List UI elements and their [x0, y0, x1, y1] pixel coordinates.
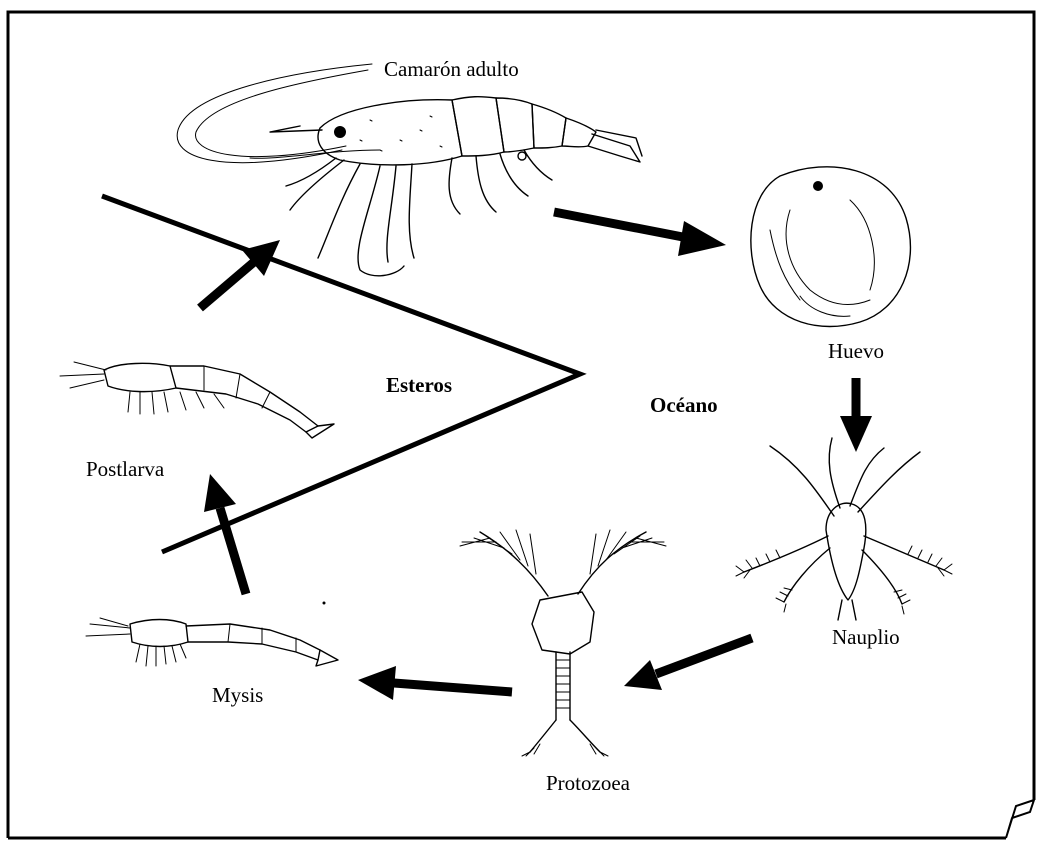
protozoea-label: Protozoea [546, 771, 631, 795]
postlarva-illustration [60, 362, 334, 438]
ocean-zone-label: Océano [650, 393, 718, 417]
nauplius-label: Nauplio [832, 625, 900, 649]
mysis-illustration [86, 618, 338, 666]
arrow-egg-to-nauplius [840, 378, 872, 452]
egg-illustration [751, 167, 911, 327]
mysis-label: Mysis [212, 683, 263, 707]
estuary-ocean-boundary [102, 196, 580, 552]
nauplius-illustration [736, 438, 952, 620]
stray-dot [323, 602, 326, 605]
page-frame [8, 12, 1034, 838]
arrow-nauplius-to-protozoea [624, 638, 752, 690]
arrow-adult-to-egg [554, 212, 726, 256]
postlarva-label: Postlarva [86, 457, 165, 481]
adult-shrimp-illustration [177, 64, 642, 276]
arrow-protozoea-to-mysis [358, 666, 512, 700]
arrow-postlarva-to-adult [200, 240, 280, 308]
estuaries-zone-label: Esteros [386, 373, 452, 397]
page-curl-corner [1006, 800, 1034, 838]
adult-shrimp-label: Camarón adulto [384, 57, 519, 81]
protozoea-illustration [460, 530, 666, 756]
egg-label: Huevo [828, 339, 884, 363]
